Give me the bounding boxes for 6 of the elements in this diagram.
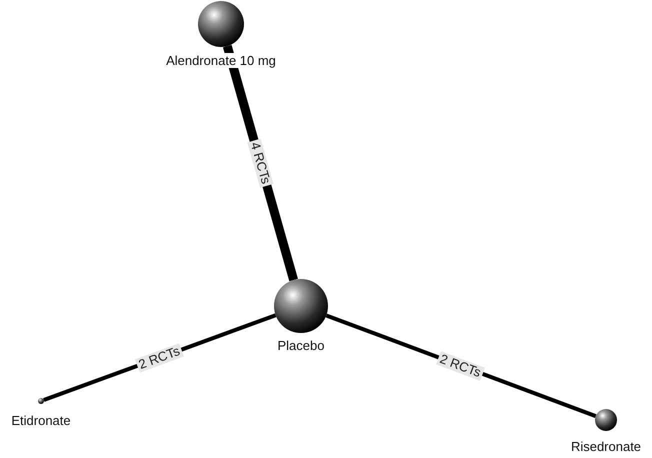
edge-label: 4 RCTs — [247, 138, 274, 188]
edge-label: 2 RCTs — [436, 351, 486, 381]
node-label: Etidronate — [9, 413, 73, 428]
edge-label: 2 RCTs — [135, 343, 184, 372]
node-label: Placebo — [276, 338, 326, 353]
node-label: Alendronate 10 mg — [164, 53, 278, 68]
